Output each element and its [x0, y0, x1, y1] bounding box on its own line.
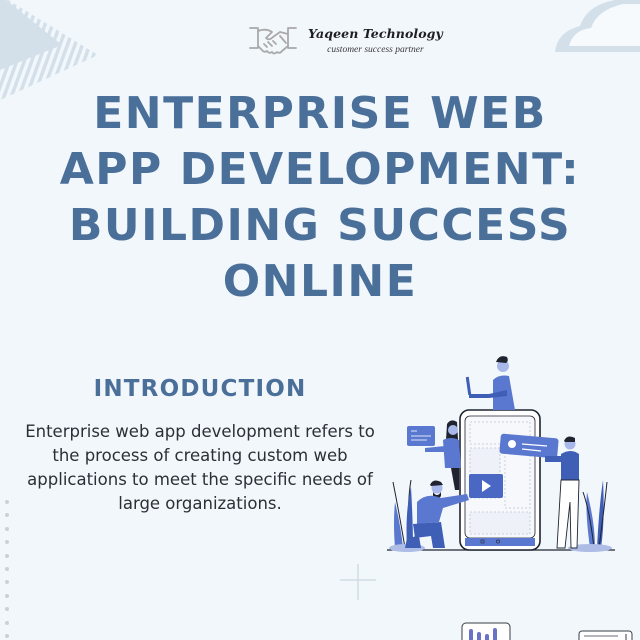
title-line-4: ONLINE [222, 256, 418, 307]
document-card-icon [578, 630, 633, 640]
title-line-3: BUILDING SUCCESS [68, 200, 572, 251]
brand-header: Yaqeen Technology customer success partn… [248, 20, 443, 60]
introduction-body: Enterprise web app development refers to… [25, 422, 375, 513]
cloud-decoration [555, 0, 640, 52]
title-line-2: APP DEVELOPMENT: [59, 144, 581, 195]
dot-column-decoration [5, 500, 11, 640]
handshake-icon [249, 27, 297, 55]
brand-name: Yaqeen Technology [308, 25, 443, 41]
team-building-app-illustration [387, 356, 615, 552]
brand-tagline: customer success partner [327, 44, 424, 55]
page-title: ENTERPRISE WEB APP DEVELOPMENT: BUILDING… [0, 86, 640, 310]
striped-triangle-decoration [0, 0, 98, 100]
bar-chart-icon [461, 622, 511, 640]
title-line-1: ENTERPRISE WEB [93, 88, 547, 139]
plus-decoration [340, 564, 376, 600]
introduction-heading: INTRODUCTION [93, 376, 307, 402]
